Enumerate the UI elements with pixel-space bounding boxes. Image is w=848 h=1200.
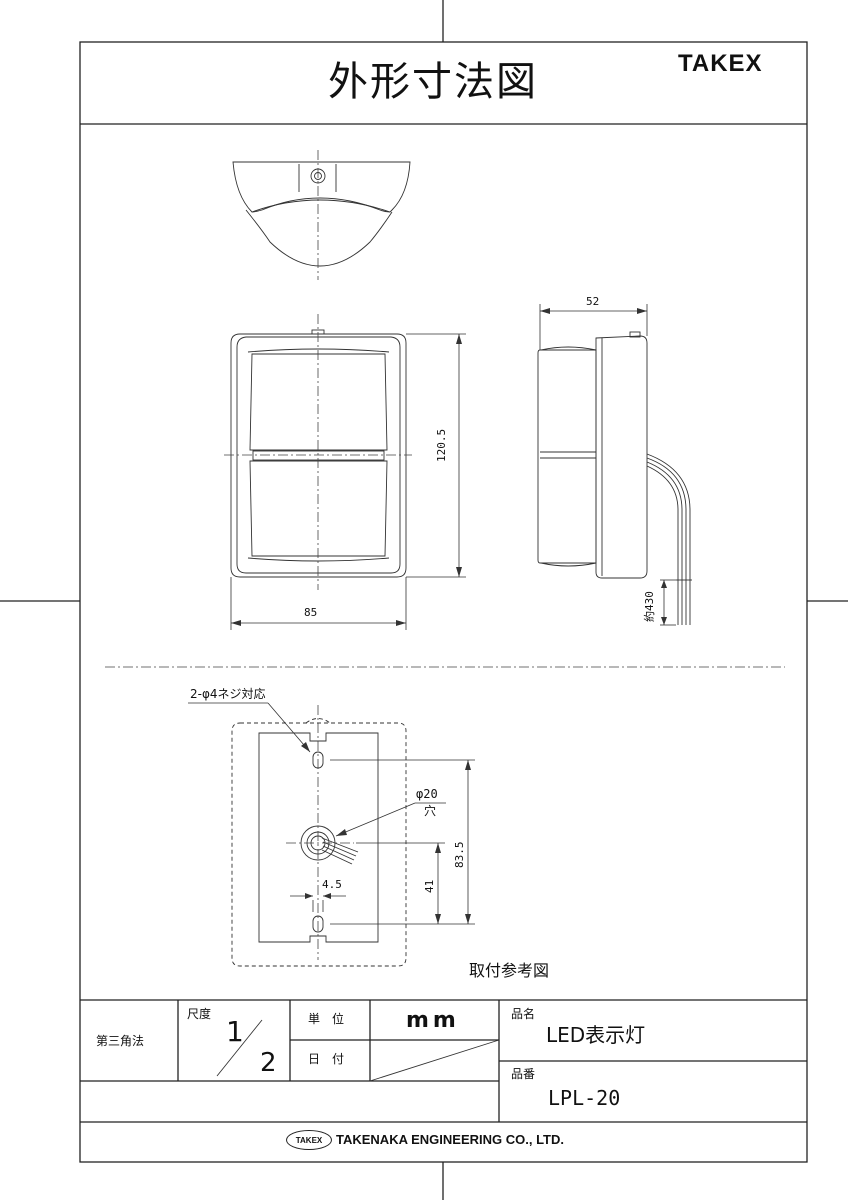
brand-logo: TAKEX: [678, 50, 763, 77]
unit-label: 単 位: [308, 1012, 345, 1026]
company-name: TAKENAKA ENGINEERING CO., LTD.: [336, 1132, 564, 1147]
unit-value: mm: [406, 1008, 460, 1033]
scale-label: 尺度: [187, 1007, 212, 1021]
dim-depth: [539, 304, 648, 350]
projection-method: 第三角法: [96, 1034, 145, 1048]
hole-offset-label: 41: [423, 879, 436, 893]
product-number-label: 品番: [511, 1067, 536, 1081]
title-block: [80, 999, 807, 1123]
dim-width: [230, 577, 407, 630]
front-view: [224, 314, 412, 590]
product-name: LED表示灯: [546, 1023, 646, 1047]
product-name-label: 品名: [511, 1007, 536, 1021]
page-title: 外形寸法図: [328, 59, 538, 105]
mounting-view: [188, 702, 475, 967]
dim-height: [406, 333, 466, 578]
dim-height-label: 120.5: [435, 428, 448, 462]
outer-frame: [79, 41, 808, 1163]
product-number: LPL-20: [548, 1086, 621, 1110]
scale-denominator: 2: [260, 1048, 277, 1078]
top-view: [232, 150, 411, 280]
date-label: 日 付: [308, 1052, 345, 1066]
company-logo: TAKEX: [286, 1130, 332, 1150]
dim-depth-label: 52: [586, 295, 600, 308]
scale-numerator: 1: [226, 1015, 244, 1048]
side-view: [537, 331, 692, 625]
pitch-label: 83.5: [453, 841, 466, 869]
drawing-caption: 取付参考図: [469, 961, 550, 980]
screw-spec-label: 2-φ4ネジ対応: [190, 687, 266, 701]
dim-cable: [660, 579, 676, 626]
hole-label: 穴: [424, 804, 437, 818]
dim-width-label: 85: [304, 606, 318, 619]
hole-dia-label: φ20: [416, 787, 438, 801]
dim-cable-label: 約430: [643, 591, 656, 622]
slot-width-label: 4.5: [322, 878, 342, 891]
